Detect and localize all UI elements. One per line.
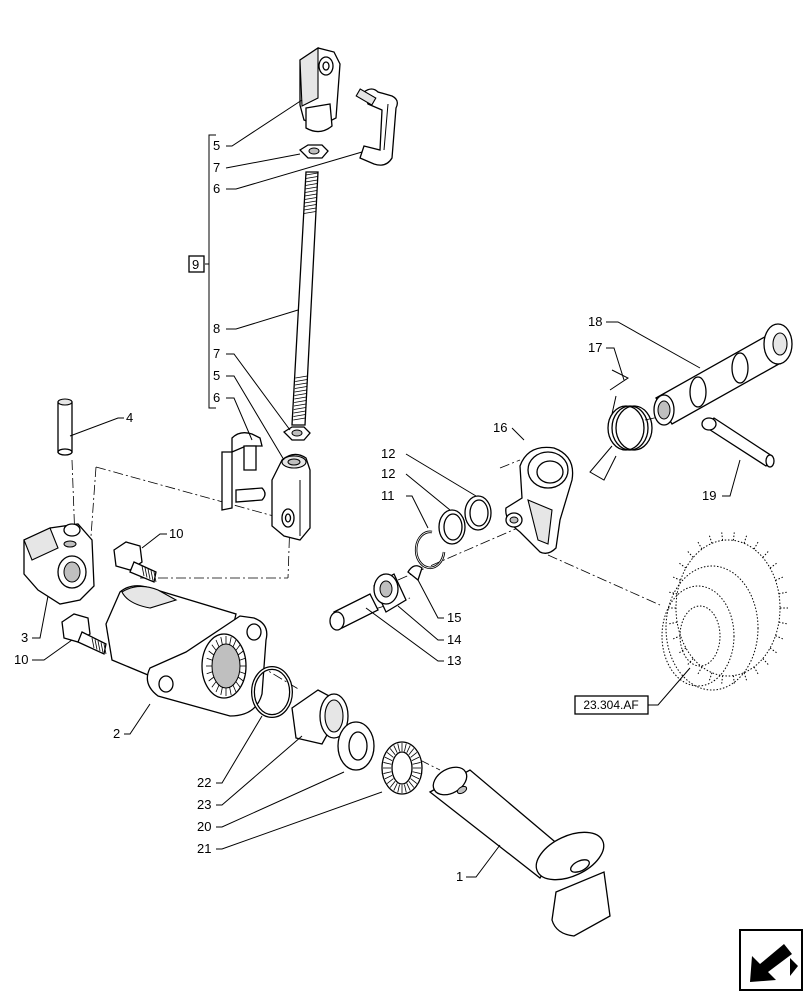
reference-label-text: 23.304.AF (583, 698, 638, 712)
callout-7-lower: 7 (213, 346, 220, 361)
spring-clip-lower (221, 432, 266, 511)
callout-22: 22 (197, 775, 211, 790)
shim-washer-a (438, 509, 466, 545)
callout-1: 1 (456, 869, 463, 884)
callout-numbers: 5 7 6 9 8 7 5 6 4 10 3 10 2 22 23 20 21 … (14, 138, 716, 884)
reference-gear (661, 532, 788, 691)
callout-21: 21 (197, 841, 211, 856)
callout-8: 8 (213, 321, 220, 336)
callout-20: 20 (197, 819, 211, 834)
callout-11: 11 (381, 488, 395, 503)
o-ring (251, 666, 293, 718)
shim-washer-b (464, 495, 492, 531)
clevis-pin (329, 593, 379, 631)
callout-10-upper: 10 (169, 526, 183, 541)
bushing (291, 689, 349, 745)
callout-6-lower: 6 (213, 390, 220, 405)
next-page-arrow-icon[interactable] (739, 929, 803, 991)
callout-19: 19 (702, 488, 716, 503)
callout-13: 13 (447, 653, 461, 668)
spacer-bushing (373, 573, 407, 613)
circlip (414, 530, 446, 570)
leader-lines (32, 99, 741, 878)
callout-10-lower: 10 (14, 652, 28, 667)
clevis-lower (271, 453, 311, 541)
callout-3: 3 (21, 630, 28, 645)
hex-nut-lower (282, 426, 311, 441)
roll-pin (57, 398, 73, 456)
callout-6-upper: 6 (213, 181, 220, 196)
pivot-shaft (653, 323, 793, 426)
group-box (188, 255, 205, 273)
bolt-lower (61, 613, 107, 655)
torsion-spring (589, 369, 653, 481)
snap-clip-small (407, 565, 423, 582)
locating-pin (701, 417, 775, 468)
callout-14: 14 (447, 632, 461, 647)
thrust-washer (337, 721, 375, 771)
lever-bracket (23, 523, 95, 605)
callout-5-lower: 5 (213, 368, 220, 383)
needle-thrust-bearing (381, 741, 423, 795)
callout-15: 15 (447, 610, 461, 625)
callout-23: 23 (197, 797, 211, 812)
callout-17: 17 (588, 340, 602, 355)
spring-clip-upper (355, 88, 398, 166)
callout-12-lower: 12 (381, 466, 395, 481)
callout-18: 18 (588, 314, 602, 329)
bolt-upper (113, 541, 157, 583)
lever-shaft (428, 766, 611, 937)
callout-12-upper: 12 (381, 446, 395, 461)
threaded-rod (291, 171, 319, 426)
callout-16: 16 (493, 420, 507, 435)
callout-9: 9 (192, 257, 199, 272)
group-bracket (188, 134, 216, 409)
callout-2: 2 (113, 726, 120, 741)
callout-7-upper: 7 (213, 160, 220, 175)
reference-label[interactable]: 23.304.AF (574, 695, 649, 715)
lever-arm (505, 446, 574, 554)
callout-4: 4 (126, 410, 133, 425)
shaft-housing (105, 585, 268, 717)
callout-5-upper: 5 (213, 138, 220, 153)
hex-nut-upper (298, 144, 329, 159)
clevis-upper (299, 46, 341, 133)
